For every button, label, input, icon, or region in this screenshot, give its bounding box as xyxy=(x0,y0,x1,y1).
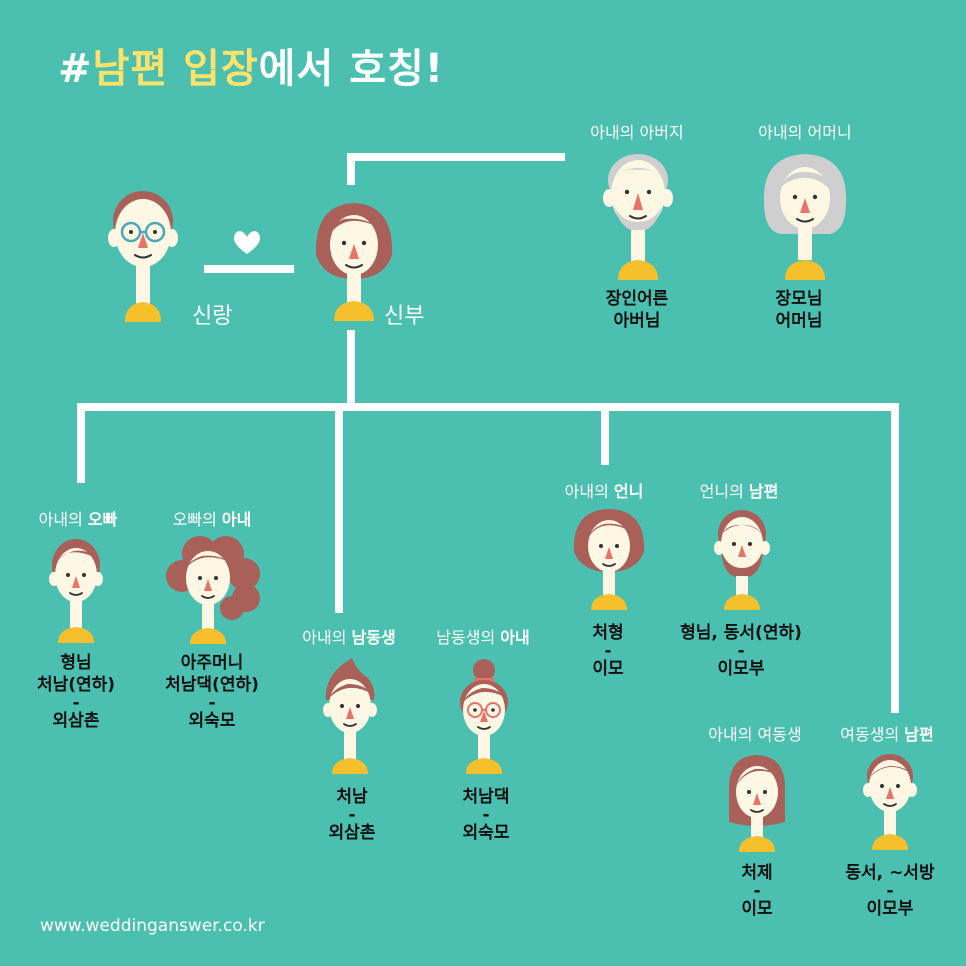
younger-sister-terms: 처제 - 이모 xyxy=(741,863,773,919)
younger-brother-wife-terms: 처남댁 - 외숙모 xyxy=(462,787,510,843)
younger-brother-terms: 처남 - 외삼촌 xyxy=(328,787,376,843)
older-brother-terms: 형님 처남(연하) - 외삼촌 xyxy=(36,653,116,731)
page-title: #남편 입장에서 호칭! xyxy=(58,36,444,94)
wife-father-face-icon xyxy=(603,154,673,280)
title-position: 입장 xyxy=(183,46,259,92)
bride-face-icon xyxy=(315,203,393,321)
older-sister-husband-label: 언니의 남편 xyxy=(699,482,779,501)
wife-mother-face-icon xyxy=(763,154,847,280)
older-sister-husband-face-icon xyxy=(714,510,770,610)
older-sister-husband-terms: 형님, 동서(연하) - 이모부 xyxy=(680,623,802,679)
older-sister-face-icon xyxy=(573,509,645,610)
connector-marriage xyxy=(204,265,294,273)
bride-name: 신부 xyxy=(384,304,425,329)
connector-bride-down xyxy=(347,330,355,408)
connector-siblings xyxy=(77,403,899,411)
connector-older-sister xyxy=(601,403,609,465)
groom-face-icon xyxy=(108,191,178,322)
heart-icon xyxy=(234,231,260,254)
younger-sister-husband-terms: 동서, ~서방 - 이모부 xyxy=(845,863,935,919)
younger-brother-face-icon xyxy=(323,658,377,774)
younger-brother-wife-face-icon xyxy=(460,659,508,774)
younger-brother-wife-label: 남동생의 아내 xyxy=(436,628,530,647)
older-sister-label: 아내의 언니 xyxy=(564,482,644,501)
groom-name: 신랑 xyxy=(192,304,233,329)
title-husband: 남편 xyxy=(92,46,169,92)
wife-father-label: 아내의 아버지 xyxy=(590,123,684,142)
wife-mother-terms: 장모님 어머님 xyxy=(775,289,823,331)
older-brother-face-icon xyxy=(49,539,103,643)
younger-sister-face-icon xyxy=(729,755,785,852)
older-brother-wife-label: 오빠의 아내 xyxy=(172,510,252,529)
younger-brother-label: 아내의 남동생 xyxy=(302,628,396,647)
older-sister-terms: 처형 - 이모 xyxy=(592,623,624,679)
connector-parents xyxy=(347,153,565,161)
footer-url: www.weddinganswer.co.kr xyxy=(40,916,265,936)
connector-younger-brother xyxy=(335,403,343,613)
wife-mother-label: 아내의 어머니 xyxy=(758,123,852,142)
older-brother-label: 아내의 오빠 xyxy=(38,510,118,529)
younger-sister-husband-label: 여동생의 남편 xyxy=(840,725,934,744)
connector-older-brother xyxy=(77,403,85,483)
connector-younger-sister xyxy=(891,403,899,713)
title-hash: # xyxy=(58,46,93,92)
wife-father-terms: 장인어른 아버님 xyxy=(605,289,669,331)
connector-bride-up xyxy=(347,153,355,185)
older-brother-wife-face-icon xyxy=(166,536,260,644)
younger-sister-label: 아내의 여동생 xyxy=(708,725,802,744)
younger-sister-husband-face-icon xyxy=(863,754,917,850)
title-suffix: 에서 호칭! xyxy=(258,46,445,92)
older-brother-wife-terms: 아주머니 처남댁(연하) - 외숙모 xyxy=(165,653,259,731)
